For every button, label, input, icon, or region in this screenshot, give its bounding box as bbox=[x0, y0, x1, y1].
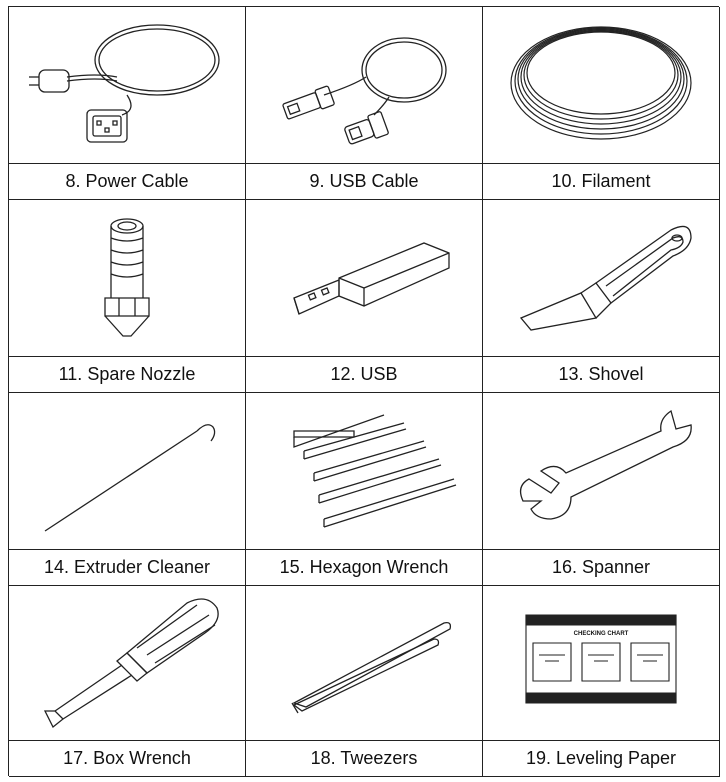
filament-icon bbox=[501, 15, 701, 155]
shovel-icon bbox=[501, 208, 701, 348]
table-cell-leveling-paper: CHECKING CHART 19. Leveling Paper bbox=[483, 586, 720, 777]
table-cell-spanner: 16. Spanner bbox=[483, 393, 720, 586]
table-cell-usb-cable: 9. USB Cable bbox=[246, 7, 483, 200]
power-cable-icon bbox=[27, 15, 227, 155]
item-caption: 19. Leveling Paper bbox=[483, 740, 719, 776]
table-cell-box-wrench: 17. Box Wrench bbox=[9, 586, 246, 777]
item-caption: 12. USB bbox=[246, 356, 482, 392]
item-caption: 13. Shovel bbox=[483, 356, 719, 392]
nozzle-icon bbox=[27, 208, 227, 348]
item-caption: 11. Spare Nozzle bbox=[9, 356, 245, 392]
item-caption: 17. Box Wrench bbox=[9, 740, 245, 776]
box-wrench-icon bbox=[27, 593, 227, 733]
table-cell-extruder-cleaner: 14. Extruder Cleaner bbox=[9, 393, 246, 586]
tweezers-icon bbox=[264, 593, 464, 733]
item-caption: 18. Tweezers bbox=[246, 740, 482, 776]
hexagon-wrench-icon bbox=[264, 401, 464, 541]
item-caption: 16. Spanner bbox=[483, 549, 719, 585]
usb-cable-icon bbox=[264, 15, 464, 155]
table-cell-filament: 10. Filament bbox=[483, 7, 720, 200]
table-cell-power-cable: 8. Power Cable bbox=[9, 7, 246, 200]
usb-drive-icon bbox=[264, 208, 464, 348]
extruder-cleaner-icon bbox=[27, 401, 227, 541]
item-caption: 8. Power Cable bbox=[9, 163, 245, 199]
item-caption: 10. Filament bbox=[483, 163, 719, 199]
accessory-table: 8. Power Cable 9. USB Ca bbox=[8, 6, 720, 777]
item-caption: 15. Hexagon Wrench bbox=[246, 549, 482, 585]
table-cell-hexagon-wrench: 15. Hexagon Wrench bbox=[246, 393, 483, 586]
item-caption: 14. Extruder Cleaner bbox=[9, 549, 245, 585]
spanner-icon bbox=[501, 401, 701, 541]
leveling-paper-title: CHECKING CHART bbox=[574, 631, 629, 637]
leveling-paper-icon: CHECKING CHART bbox=[501, 593, 701, 733]
table-cell-shovel: 13. Shovel bbox=[483, 200, 720, 393]
table-cell-spare-nozzle: 11. Spare Nozzle bbox=[9, 200, 246, 393]
item-caption: 9. USB Cable bbox=[246, 163, 482, 199]
table-cell-usb: 12. USB bbox=[246, 200, 483, 393]
table-cell-tweezers: 18. Tweezers bbox=[246, 586, 483, 777]
